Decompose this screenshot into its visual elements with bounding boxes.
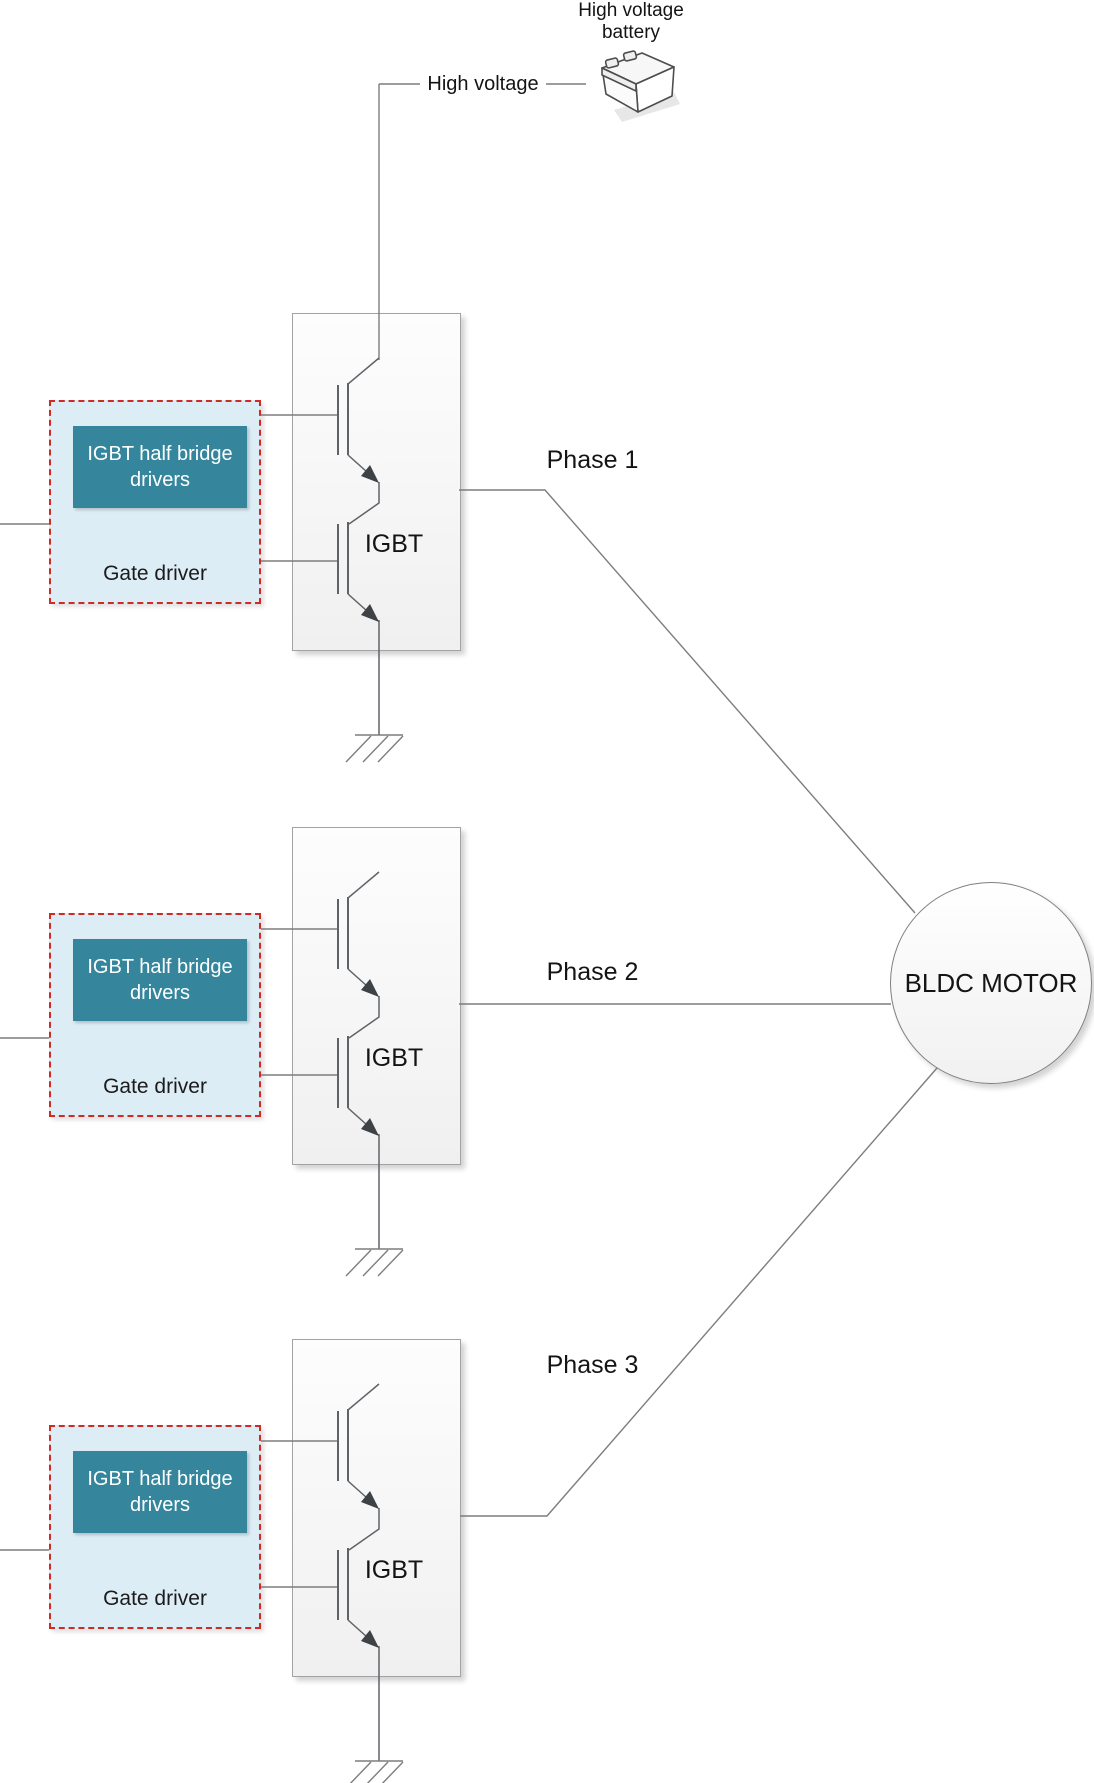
gate-driver-box-phase-1: IGBT half bridge drivers Gate driver <box>49 400 261 604</box>
battery-label: High voltage battery <box>578 0 684 43</box>
half-bridge-driver-chip-phase-3: IGBT half bridge drivers <box>73 1451 247 1533</box>
phase-3-wire <box>460 1067 938 1517</box>
half-bridge-driver-chip-phase-2: IGBT half bridge drivers <box>73 939 247 1021</box>
phase-3-label: Phase 3 <box>546 1351 639 1379</box>
phase-1-wire <box>459 489 916 914</box>
bldc-motor-node: BLDC MOTOR <box>890 882 1092 1084</box>
igbt-module-label-phase-3: IGBT <box>364 1556 424 1584</box>
gate-driver-label-phase-2: Gate driver <box>103 1075 207 1098</box>
high-voltage-label: High voltage <box>427 73 539 95</box>
igbt-module-box-phase-3 <box>292 1339 461 1677</box>
half-bridge-driver-chip-phase-1: IGBT half bridge drivers <box>73 426 247 508</box>
igbt-module-box-phase-1 <box>292 313 461 651</box>
gate-driver-box-phase-3: IGBT half bridge drivers Gate driver <box>49 1425 261 1629</box>
igbt-module-label-phase-1: IGBT <box>364 530 424 558</box>
phase-2-label: Phase 2 <box>546 958 639 986</box>
battery-icon <box>601 50 680 122</box>
gate-driver-label-phase-1: Gate driver <box>103 562 207 585</box>
phase-1-label: Phase 1 <box>546 446 639 474</box>
igbt-module-label-phase-2: IGBT <box>364 1044 424 1072</box>
gate-driver-box-phase-2: IGBT half bridge drivers Gate driver <box>49 913 261 1117</box>
igbt-module-box-phase-2 <box>292 827 461 1165</box>
bldc-motor-label: BLDC MOTOR <box>904 967 1078 998</box>
gate-driver-label-phase-3: Gate driver <box>103 1587 207 1610</box>
